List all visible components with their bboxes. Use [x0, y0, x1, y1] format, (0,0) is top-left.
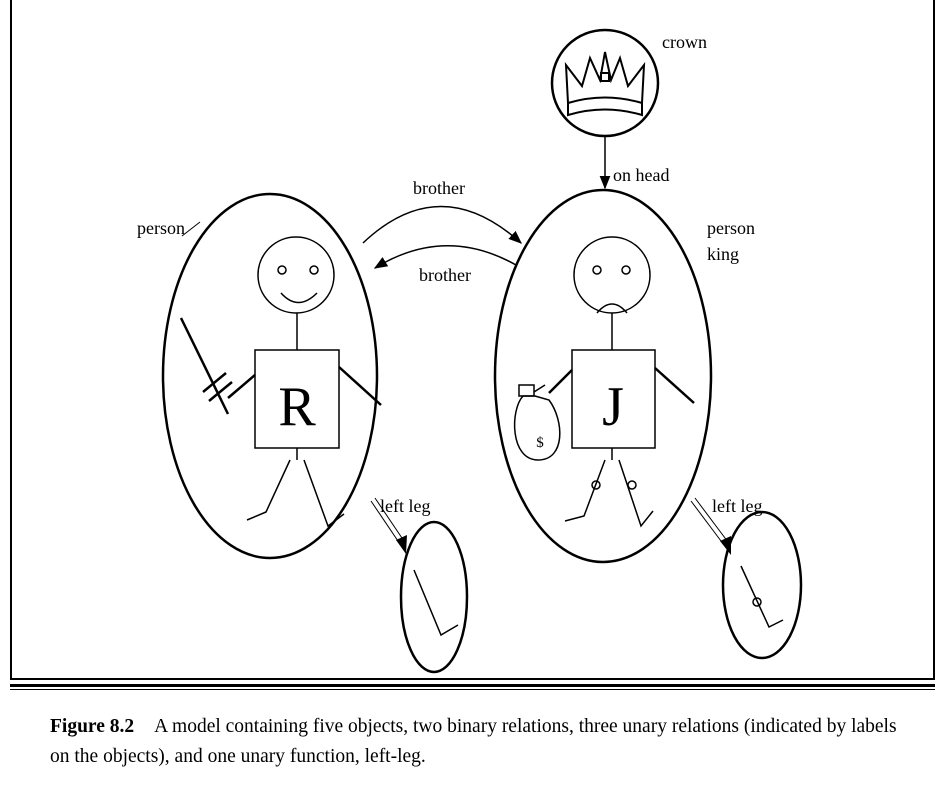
richard-left-arm	[228, 375, 255, 398]
richard-object: person R left leg	[137, 194, 430, 558]
richard-left-leg-label: left leg	[380, 496, 430, 516]
crown-icon	[566, 52, 644, 115]
figure-caption-text: A model containing five objects, two bin…	[50, 716, 897, 767]
john-king-label: king	[707, 244, 739, 264]
john-left-arm	[549, 370, 572, 393]
john-leg-ellipse	[723, 512, 801, 658]
john-letter: J	[602, 376, 624, 438]
figure-caption-label: Figure 8.2	[50, 716, 134, 737]
richard-leg-ellipse	[401, 522, 467, 672]
john-leg-object	[723, 512, 801, 658]
john-leg-shape	[741, 566, 783, 627]
john-face	[574, 237, 650, 313]
richard-person-label: person	[137, 218, 185, 238]
richard-face	[258, 237, 334, 313]
richard-legs	[247, 448, 344, 526]
caption-rule-thin	[10, 689, 935, 690]
john-object: person king J $	[495, 190, 762, 562]
on-head-label: on head	[613, 165, 669, 185]
money-bag-dollar: $	[536, 435, 544, 451]
crown-label: crown	[662, 32, 707, 52]
on-head-relation: on head	[605, 137, 669, 188]
brother-label-top: brother	[413, 178, 465, 198]
model-diagram: crown on head brother brother person R	[0, 0, 940, 680]
sword-icon	[181, 318, 232, 414]
john-person-label: person	[707, 218, 755, 238]
brother-label-bottom: brother	[419, 265, 471, 285]
brother-arrow-r-to-j	[363, 207, 521, 244]
john-right-arm	[655, 368, 694, 403]
crown-object: crown	[552, 30, 707, 136]
richard-letter: R	[278, 376, 316, 438]
richard-leg-shape	[414, 570, 458, 635]
brother-relations: brother brother	[363, 178, 521, 285]
richard-leg-object	[401, 522, 467, 672]
caption-rule-thick	[10, 684, 935, 687]
richard-right-arm	[339, 367, 381, 405]
john-legs	[565, 448, 653, 526]
